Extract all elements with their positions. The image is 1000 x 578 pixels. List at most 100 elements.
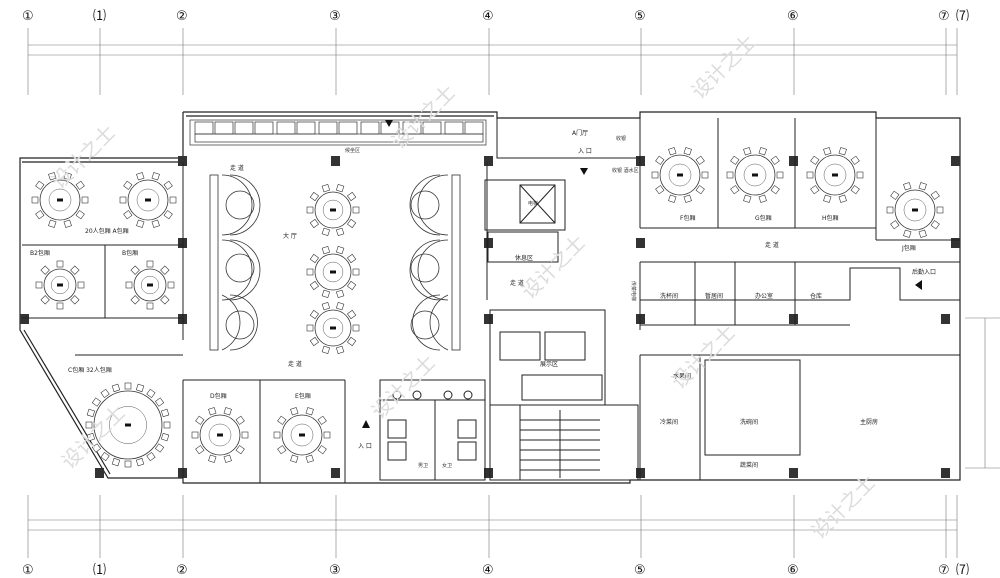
label-private-h: H包厢 (822, 214, 839, 222)
label-kitchen-entrance: 后勤入口 (912, 268, 936, 276)
arrow-down-hall-icon (385, 120, 393, 127)
chair (306, 268, 314, 276)
chair (346, 253, 357, 264)
chair (305, 407, 314, 416)
watermark-1: 设计之士 (47, 120, 121, 194)
chair (136, 172, 145, 181)
chair (823, 194, 832, 203)
chair (195, 415, 205, 425)
chair (208, 454, 217, 463)
chair (346, 218, 357, 229)
chair (130, 295, 140, 305)
chair (335, 301, 345, 311)
chair (100, 451, 110, 462)
chair (241, 431, 249, 439)
axis-top-7: ⑦ (938, 9, 950, 24)
chair (346, 309, 357, 320)
label-corridor-top: 走 道 (230, 164, 244, 172)
label-private-e: E包厢 (295, 392, 311, 400)
chair (655, 185, 665, 195)
chair (776, 171, 784, 179)
entrance-markers (362, 120, 922, 428)
table-lazy-susan (136, 188, 160, 212)
chair (208, 407, 217, 416)
chair (730, 155, 740, 165)
chair (130, 265, 140, 275)
label-corridor-right: 走 道 (765, 241, 779, 249)
chair (695, 155, 705, 165)
chair (70, 265, 80, 275)
chair (683, 147, 692, 156)
table-center-mark (299, 433, 305, 437)
chair (151, 172, 160, 181)
table-top (814, 154, 856, 196)
label-fruit-room: 水果间 (673, 372, 691, 380)
chair (309, 218, 320, 229)
chair (309, 280, 320, 291)
chair (770, 155, 780, 165)
axis-top-1a: ⑴ (93, 9, 106, 24)
axis-top-1: ① (22, 9, 34, 24)
chair (309, 253, 320, 264)
watermark-6: 设计之士 (667, 320, 741, 394)
table-top (314, 253, 352, 291)
chair (309, 191, 320, 202)
label-cashier: 收银 (616, 135, 626, 142)
chair (195, 445, 205, 455)
label-service-lift: 传菜电梯 (630, 281, 637, 301)
chair (321, 289, 331, 299)
chair (86, 408, 96, 418)
label-office: 办公室 (755, 292, 773, 300)
arrow-left-icon (915, 280, 922, 290)
chair (277, 415, 287, 425)
chair (91, 443, 102, 453)
table-lazy-susan (903, 198, 927, 222)
chair (191, 431, 199, 439)
chair (160, 265, 170, 275)
label-rest-area: 休息区 (515, 254, 533, 262)
chair (810, 155, 820, 165)
chair (77, 281, 85, 289)
chair (124, 382, 132, 390)
table-center-mark (330, 326, 336, 330)
chair (810, 185, 820, 195)
label-hall: 大 厅 (283, 232, 297, 240)
chair (163, 210, 173, 220)
table-lazy-susan (208, 423, 232, 447)
chair (309, 336, 320, 347)
label-cup-wash: 洗杯间 (660, 292, 678, 300)
axis-bottom-3: ③ (329, 563, 341, 578)
chair (70, 295, 80, 305)
label-corridor-left: 走 道 (288, 360, 302, 368)
table-top (314, 191, 352, 229)
chair (758, 147, 767, 156)
chair (40, 265, 50, 275)
chair (125, 281, 133, 289)
chair (91, 397, 102, 407)
chair (86, 432, 96, 442)
chair (352, 206, 360, 214)
table-top (43, 268, 77, 302)
chair (930, 220, 940, 230)
chair (235, 445, 245, 455)
chair (321, 183, 331, 193)
table-center-mark (832, 173, 838, 177)
chair (235, 415, 245, 425)
chair (770, 185, 780, 195)
table-lazy-susan (140, 275, 160, 295)
chair (223, 407, 232, 416)
chair (35, 281, 43, 289)
chair (335, 245, 345, 255)
label-prep-room: 暂居间 (705, 292, 723, 300)
chair (75, 180, 85, 190)
chair (48, 172, 57, 181)
chair (63, 172, 72, 181)
axis-bottom-2: ② (176, 563, 188, 578)
chair (695, 185, 705, 195)
label-lift: 电梯 (528, 200, 538, 207)
chair (56, 302, 64, 310)
chair (743, 147, 752, 156)
table-lazy-susan (668, 163, 692, 187)
chair (346, 280, 357, 291)
room-labels: A门厅 入 口 收银 收银 酒水区 大 厅 走 道 走 道 走 道 走 道 休息… (30, 129, 936, 469)
